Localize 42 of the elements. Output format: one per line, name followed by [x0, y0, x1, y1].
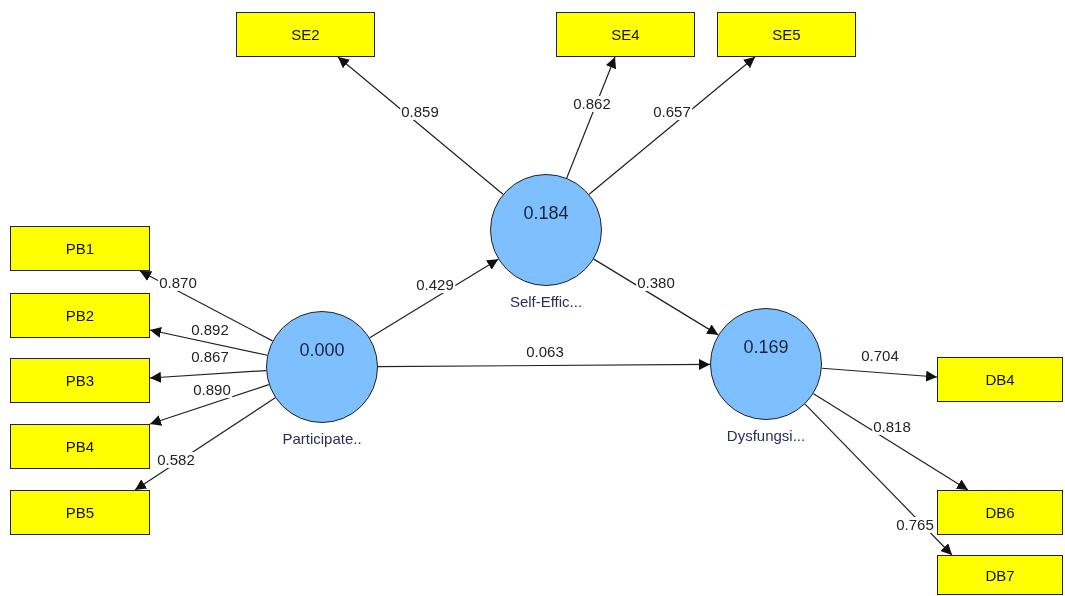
- indicator-box: DB7: [937, 555, 1063, 595]
- construct-name: Dysfungsi...: [726, 427, 806, 444]
- indicator-box: SE5: [717, 12, 856, 57]
- edge-label: 0.890: [192, 382, 232, 398]
- edge-label: 0.765: [895, 517, 935, 533]
- indicator-box: DB6: [937, 490, 1063, 535]
- construct-name: Self-Effic...: [509, 293, 583, 310]
- arrow: [337, 56, 504, 195]
- arrow: [149, 369, 267, 383]
- edge-label: 0.063: [525, 344, 565, 360]
- edge-label: 0.892: [190, 322, 230, 338]
- indicator-box: PB1: [10, 226, 150, 271]
- edge-label: 0.657: [652, 104, 692, 120]
- arrow: [812, 393, 969, 491]
- edge-label: 0.862: [572, 96, 612, 112]
- edge-label: 0.582: [156, 452, 196, 468]
- edge-label: 0.867: [190, 349, 230, 365]
- r-squared-value: 0.169: [743, 337, 789, 358]
- arrow: [593, 258, 719, 336]
- indicator-box: PB3: [10, 358, 150, 403]
- indicator-box: SE4: [556, 12, 695, 57]
- construct-name: Participate..: [282, 430, 362, 447]
- arrow: [377, 358, 711, 370]
- arrow: [149, 384, 270, 426]
- edge-label: 0.704: [860, 348, 900, 364]
- indicator-box: PB4: [10, 424, 150, 469]
- edge-label: 0.380: [636, 275, 676, 291]
- arrow: [149, 326, 268, 356]
- edge-label: 0.859: [400, 104, 440, 120]
- arrow: [821, 367, 938, 382]
- r-squared-value: 0.000: [299, 340, 345, 361]
- arrow: [369, 258, 499, 339]
- arrow: [804, 403, 953, 556]
- indicator-box: PB5: [10, 490, 150, 535]
- indicator-box: SE2: [236, 12, 375, 57]
- arrow: [588, 56, 756, 195]
- edge-label: 0.429: [415, 277, 455, 293]
- indicator-box: DB4: [937, 357, 1063, 402]
- edge-label: 0.818: [872, 419, 912, 435]
- indicator-box: PB2: [10, 293, 150, 338]
- edge-label: 0.870: [158, 275, 198, 291]
- r-squared-value: 0.184: [523, 203, 569, 224]
